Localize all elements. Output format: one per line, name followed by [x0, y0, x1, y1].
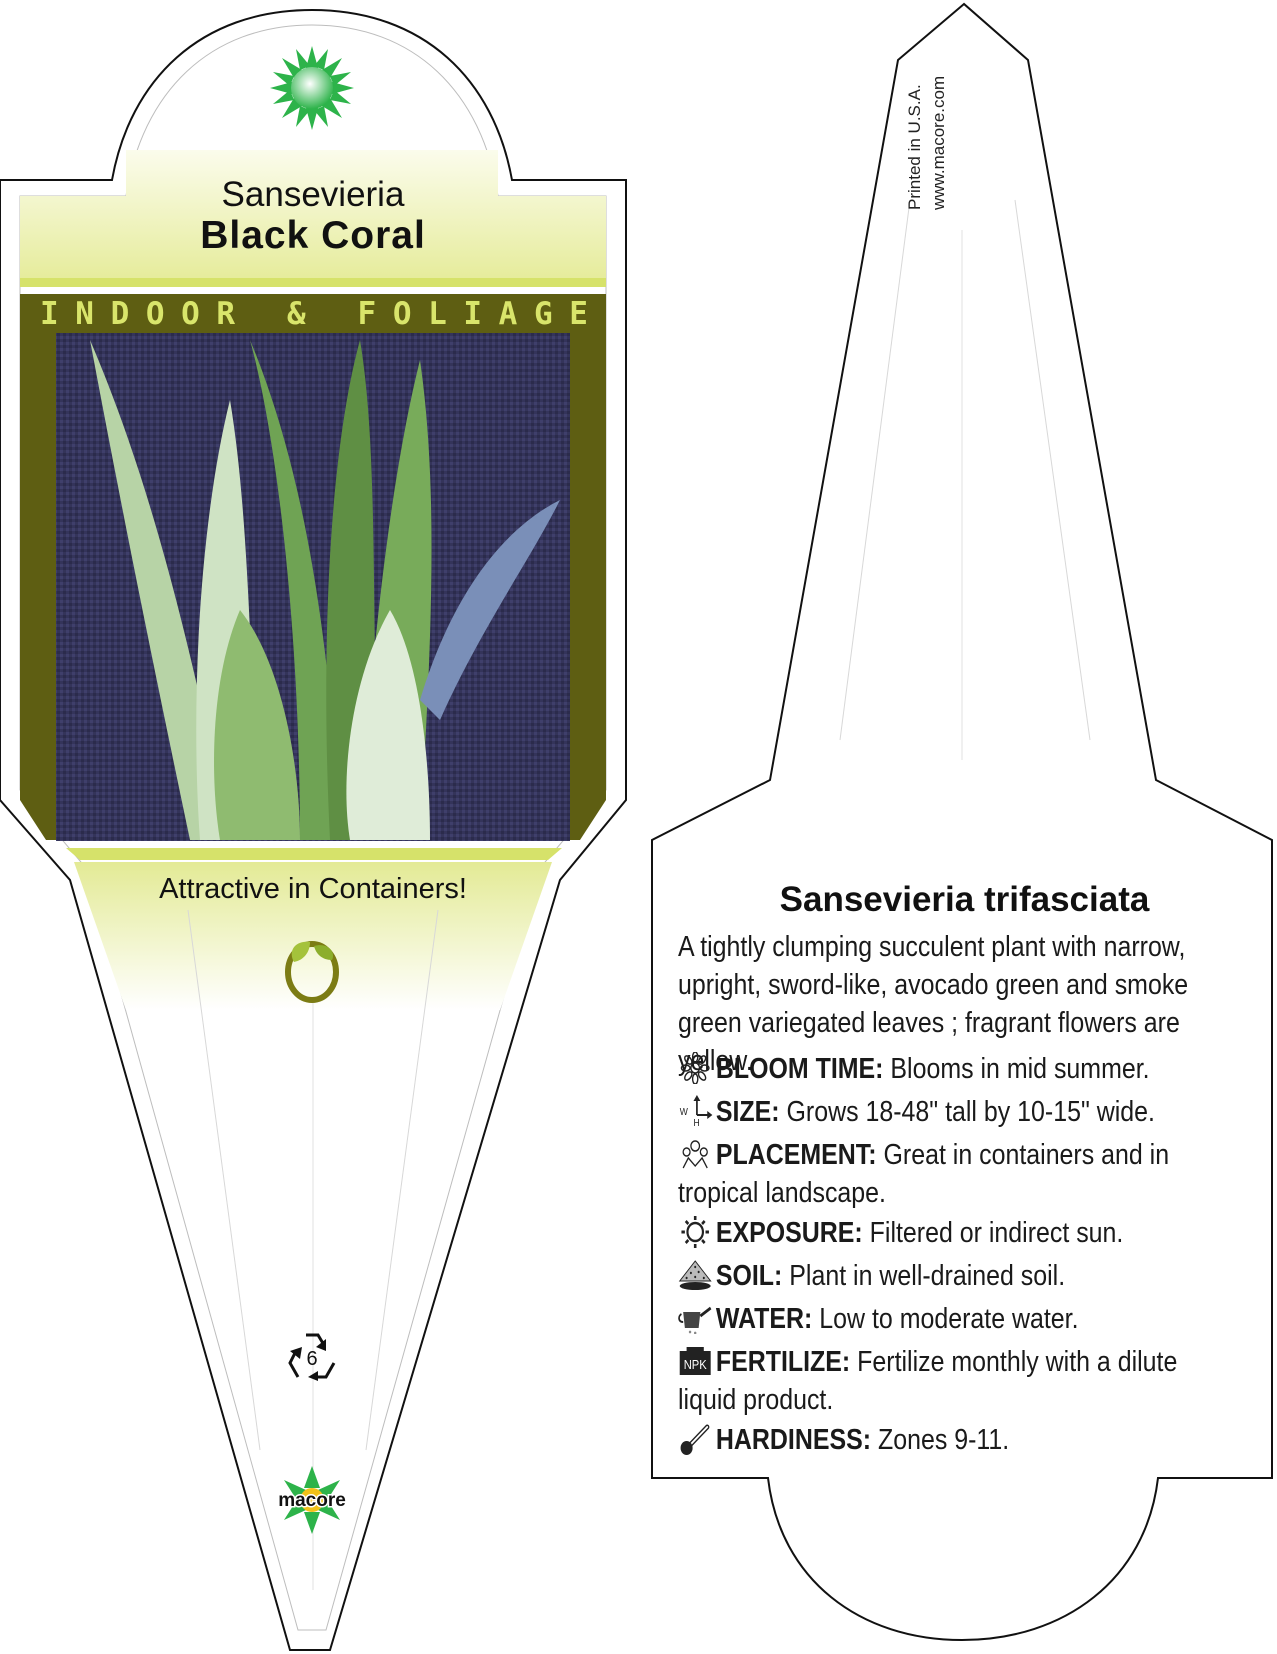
category-letter: R: [216, 296, 236, 332]
category-letter: D: [110, 296, 130, 332]
category-letter: [322, 296, 341, 332]
care-text: Zones 9-11.: [871, 1424, 1010, 1456]
category-letter: [252, 296, 271, 332]
care-label: PLACEMENT:: [715, 1139, 877, 1171]
svg-text:NPK: NPK: [684, 1357, 707, 1372]
care-row: WATER: Low to moderate water.: [678, 1300, 1238, 1338]
thermometer-icon: [678, 1423, 712, 1455]
svg-text:W: W: [680, 1106, 688, 1117]
care-row: EXPOSURE: Filtered or indirect sun.: [678, 1214, 1238, 1252]
category-letter: O: [181, 296, 200, 332]
recycle-icon: 6: [288, 1333, 336, 1381]
recycle-code: 6: [306, 1348, 317, 1370]
soil-icon: [678, 1259, 712, 1291]
category-letter: G: [533, 296, 553, 332]
back-tag: [651, 2, 1273, 1642]
front-title-line1: Sansevieria: [221, 175, 405, 214]
category-letter: O: [392, 296, 412, 332]
svg-text:H: H: [693, 1117, 699, 1127]
care-text: Great in containers and in tropical land…: [678, 1139, 1170, 1209]
care-label: SIZE:: [715, 1096, 780, 1128]
plant-description: A tightly clumping succulent plant with …: [678, 931, 1189, 1077]
category-letter: &: [286, 296, 306, 332]
npk-icon: NPK: [678, 1345, 712, 1377]
care-text: Fertilize monthly with a dilute liquid p…: [678, 1346, 1178, 1416]
care-row: PLACEMENT: Great in containers and in tr…: [678, 1136, 1238, 1212]
category-letter: N: [75, 296, 94, 332]
leaf-emblem-icon: [285, 941, 339, 1003]
back-tag-outline: [651, 2, 1273, 1642]
care-label: WATER:: [715, 1303, 813, 1335]
care-label: FERTILIZE:: [715, 1346, 851, 1378]
care-text: Filtered or indirect sun.: [862, 1217, 1124, 1249]
sun-icon: [678, 1216, 712, 1248]
watering-can-icon: [678, 1302, 712, 1335]
placement-flowers-icon: [678, 1138, 712, 1170]
botanical-name: Sansevieria trifasciata: [779, 880, 1150, 919]
care-row: NPK FERTILIZE: Fertilize monthly with a d…: [678, 1343, 1238, 1419]
care-text: Plant in well-drained soil.: [782, 1260, 1066, 1292]
macore-logo: macore: [277, 1466, 347, 1534]
care-row: HARDINESS: Zones 9-11.: [678, 1421, 1238, 1459]
flower-icon: [678, 1051, 712, 1085]
sun-logo-icon: [270, 46, 354, 130]
category-letter: F: [357, 296, 377, 332]
header-lime-band: [20, 278, 606, 287]
category-letter: L: [428, 296, 447, 332]
category-letter: E: [569, 296, 588, 332]
front-title-line2: Black Coral: [200, 214, 426, 257]
category-letter: I: [463, 296, 483, 332]
print-credit: Printed in U.S.A. www.macore.com: [905, 40, 985, 215]
care-label: EXPOSURE:: [715, 1217, 863, 1249]
print-website: www.macore.com: [929, 75, 948, 210]
care-row: BLOOM TIME: Blooms in mid summer.: [678, 1050, 1238, 1088]
care-row: SOIL: Plant in well-drained soil.: [678, 1257, 1238, 1295]
category-letter: A: [498, 296, 518, 332]
front-tag: 6 macore: [0, 8, 627, 1651]
care-label: BLOOM TIME:: [715, 1053, 884, 1085]
category-letter: O: [145, 296, 165, 332]
care-text: Blooms in mid summer.: [883, 1053, 1150, 1085]
brand-wordmark: macore: [278, 1490, 346, 1511]
print-origin: Printed in U.S.A.: [905, 84, 924, 210]
category-letter: I: [40, 296, 59, 332]
plant-photo: [56, 333, 570, 841]
care-text: Grows 18-48" tall by 10-15" wide.: [779, 1096, 1155, 1128]
care-text: Low to moderate water.: [812, 1303, 1079, 1335]
care-label: SOIL:: [715, 1260, 783, 1292]
care-label: HARDINESS:: [715, 1424, 872, 1456]
front-tagline: Attractive in Containers!: [159, 873, 467, 905]
